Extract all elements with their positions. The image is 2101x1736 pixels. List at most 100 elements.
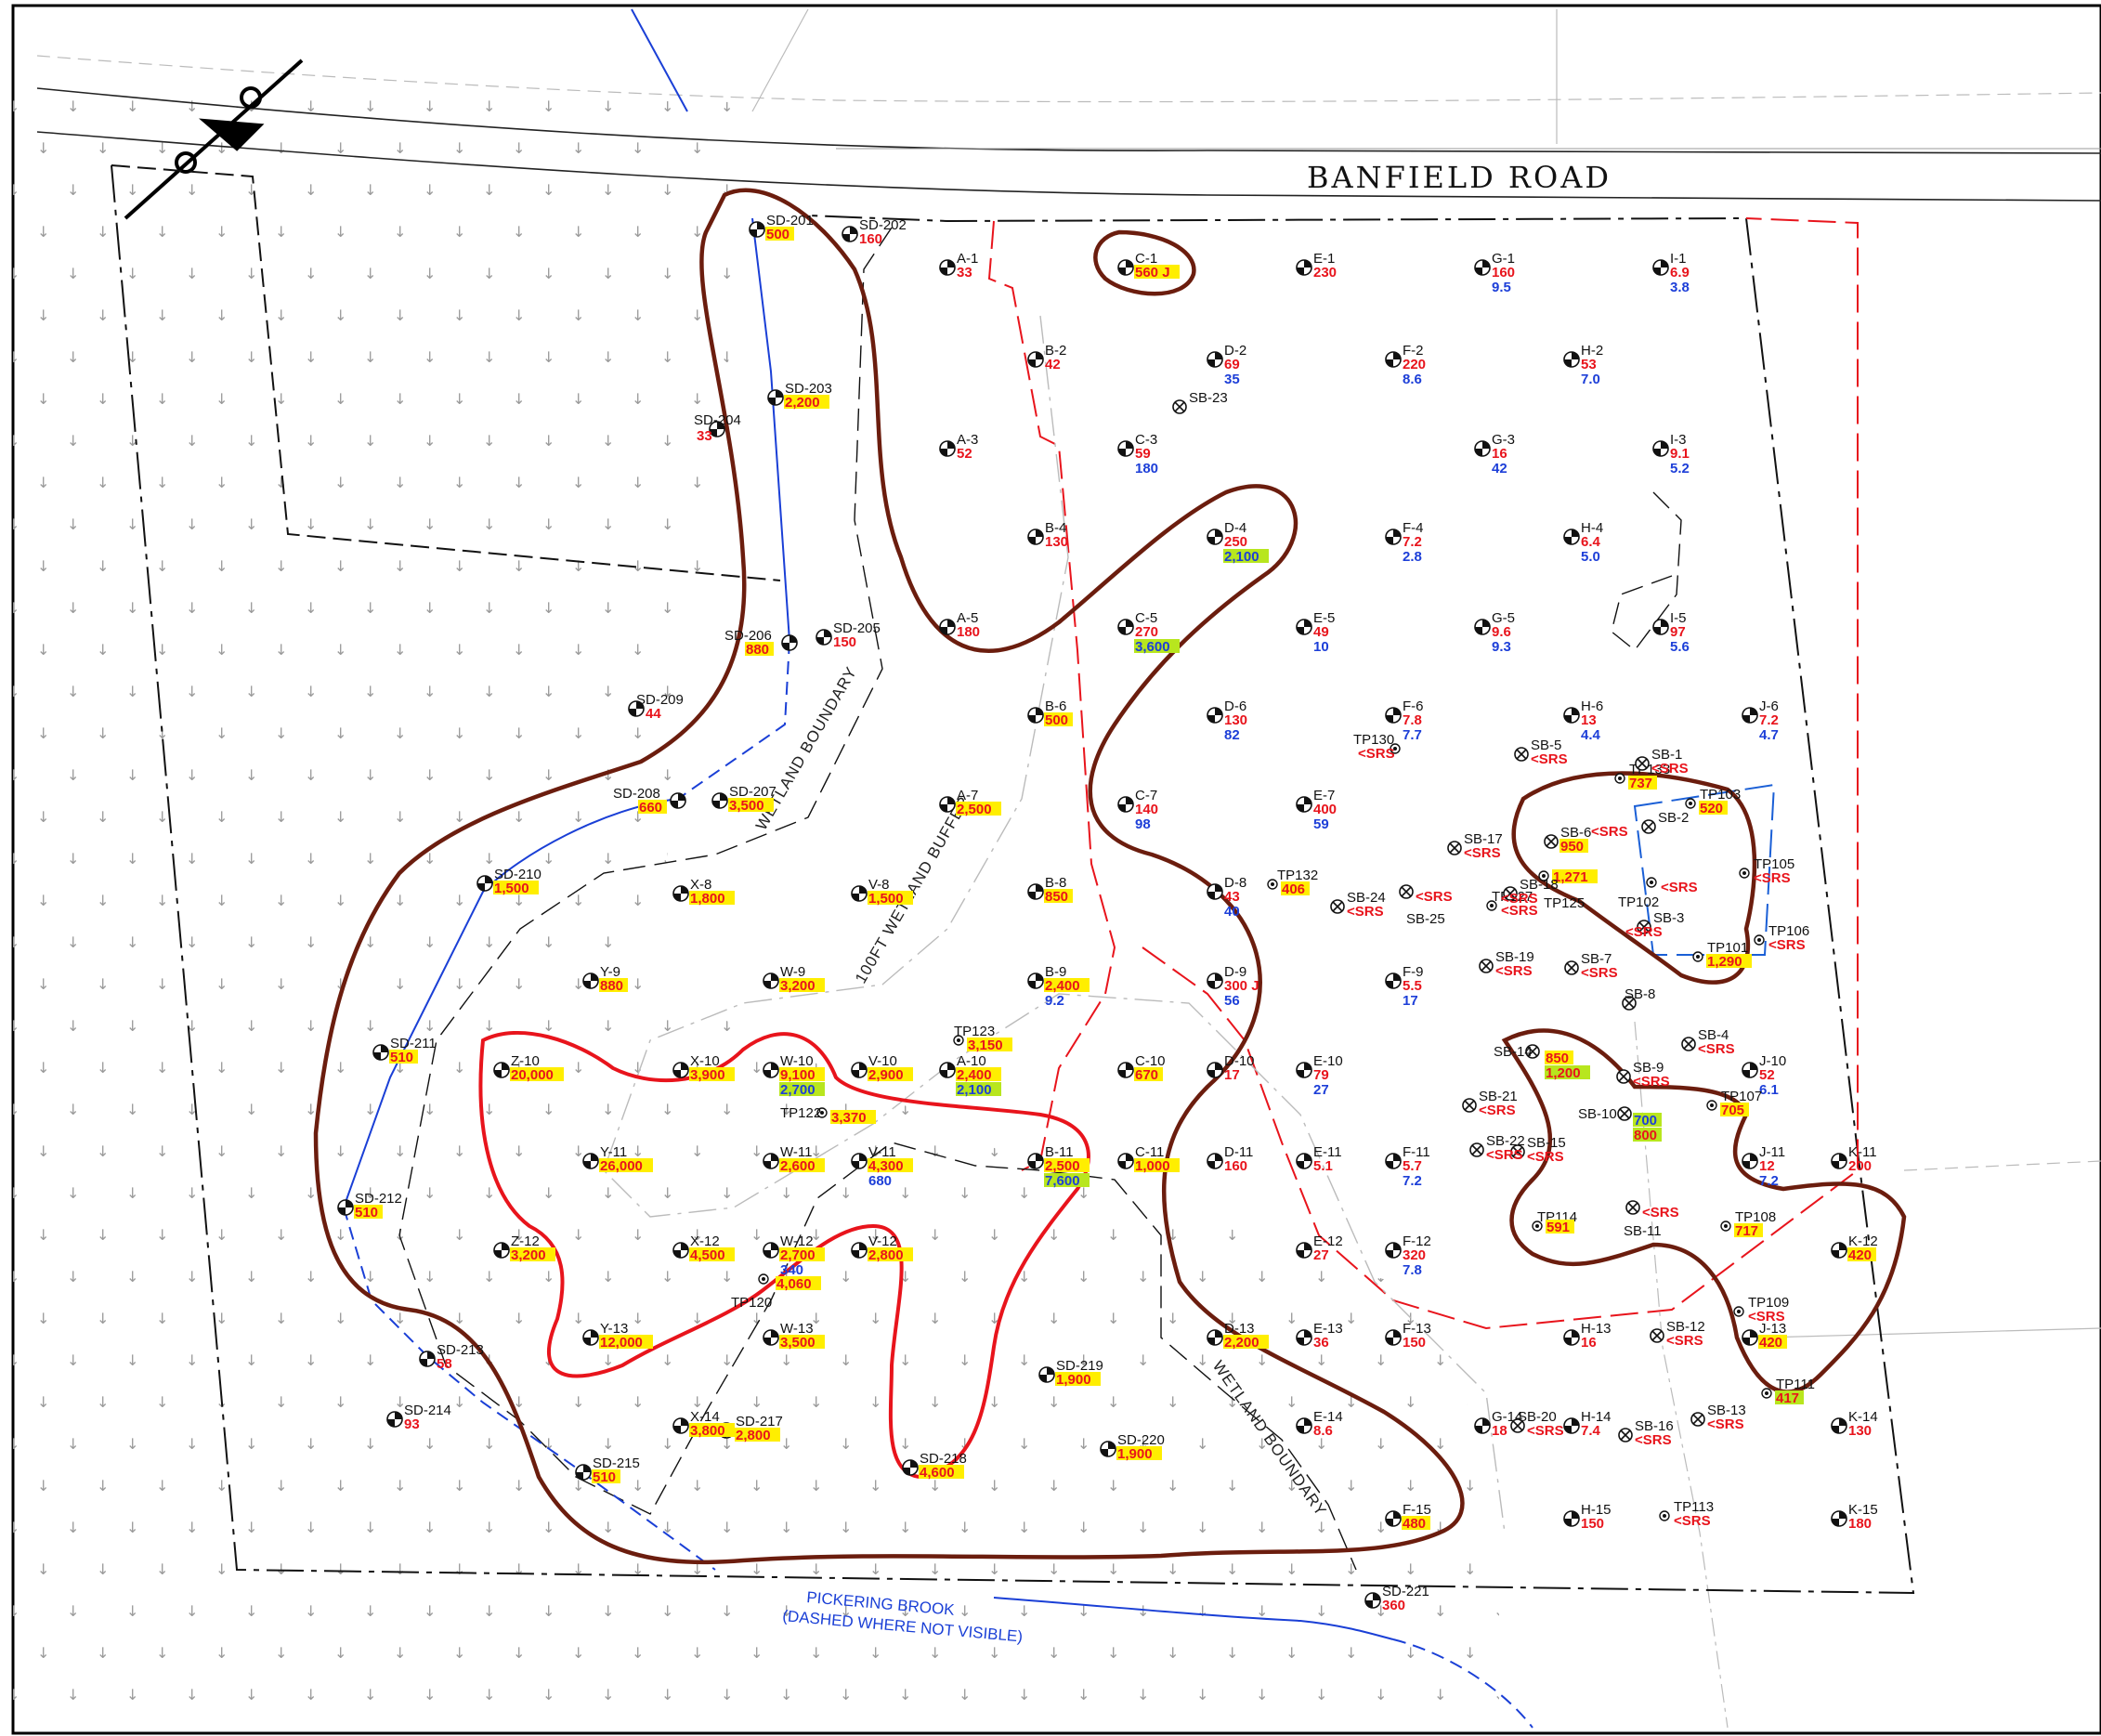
sample-w-9[interactable]: W-93,200 (763, 964, 825, 994)
sample-tp127[interactable]: TP127<SRS (1486, 889, 1538, 919)
sample-sb-11[interactable]: SB-11<SRS (1624, 1200, 1679, 1239)
sample-e-11[interactable]: E-115.1 (1296, 1144, 1342, 1174)
sample-z-12[interactable]: Z-123,200 (493, 1233, 555, 1263)
sample-sb-5[interactable]: SB-5<SRS (1514, 737, 1568, 767)
sample-sb-21[interactable]: SB-21<SRS (1462, 1089, 1518, 1118)
sample-i-1[interactable]: I-16.93.8 (1652, 251, 1690, 295)
sample-v-8[interactable]: V-81,500 (851, 877, 913, 907)
sample-b-2[interactable]: B-242 (1027, 343, 1066, 372)
sample-v-12[interactable]: V-122,800 (851, 1233, 913, 1263)
sample-sb-9[interactable]: SB-9<SRS (1616, 1060, 1670, 1090)
sample-x-14[interactable]: X-143,800 (672, 1409, 735, 1439)
sample-v-10[interactable]: V-102,900 (851, 1053, 913, 1083)
sample-sb-25[interactable]: SB-25<SRS (1399, 884, 1453, 927)
sample-sb-22[interactable]: SB-22<SRS (1469, 1133, 1525, 1163)
sample-a-1[interactable]: A-133 (939, 251, 978, 281)
sample-w-13[interactable]: W-133,500 (763, 1321, 825, 1351)
sample-sb-13[interactable]: SB-13<SRS (1690, 1403, 1746, 1432)
sample-tp130[interactable]: TP130<SRS (1353, 732, 1401, 762)
sample-sb-20[interactable]: SB-20<SRS (1510, 1409, 1564, 1439)
sample-f-11[interactable]: F-115.77.2 (1385, 1144, 1430, 1189)
sample-c-11[interactable]: C-111,000 (1117, 1144, 1180, 1174)
sample-a-7[interactable]: A-72,500 (939, 788, 1001, 817)
sample-i-3[interactable]: I-39.15.2 (1652, 432, 1690, 476)
sample-f-9[interactable]: F-95.517 (1385, 964, 1424, 1009)
sample-sb-17[interactable]: SB-17<SRS (1447, 831, 1503, 861)
sample-f-6[interactable]: F-67.87.7 (1385, 698, 1424, 743)
sample-f-4[interactable]: F-47.22.8 (1385, 520, 1424, 565)
sample-tp109[interactable]: TP109<SRS (1733, 1295, 1789, 1325)
sample-x-8[interactable]: X-81,800 (672, 877, 735, 907)
sample-tp106[interactable]: TP106<SRS (1754, 923, 1809, 953)
sample-tp105[interactable]: TP105<SRS (1739, 856, 1794, 886)
sample-sb-18[interactable]: SB-18<SRS (1501, 877, 1559, 907)
sample-sb-16[interactable]: SB-16<SRS (1618, 1418, 1674, 1448)
sample-sb-4[interactable]: SB-4<SRS (1681, 1027, 1735, 1057)
sample-sb-19[interactable]: SB-19<SRS (1479, 949, 1534, 979)
sample-tp113[interactable]: TP113<SRS (1659, 1499, 1714, 1529)
sample-tp102[interactable]: TP102<SRS (1618, 877, 1698, 910)
sample-h-4[interactable]: H-46.45.0 (1563, 520, 1603, 565)
